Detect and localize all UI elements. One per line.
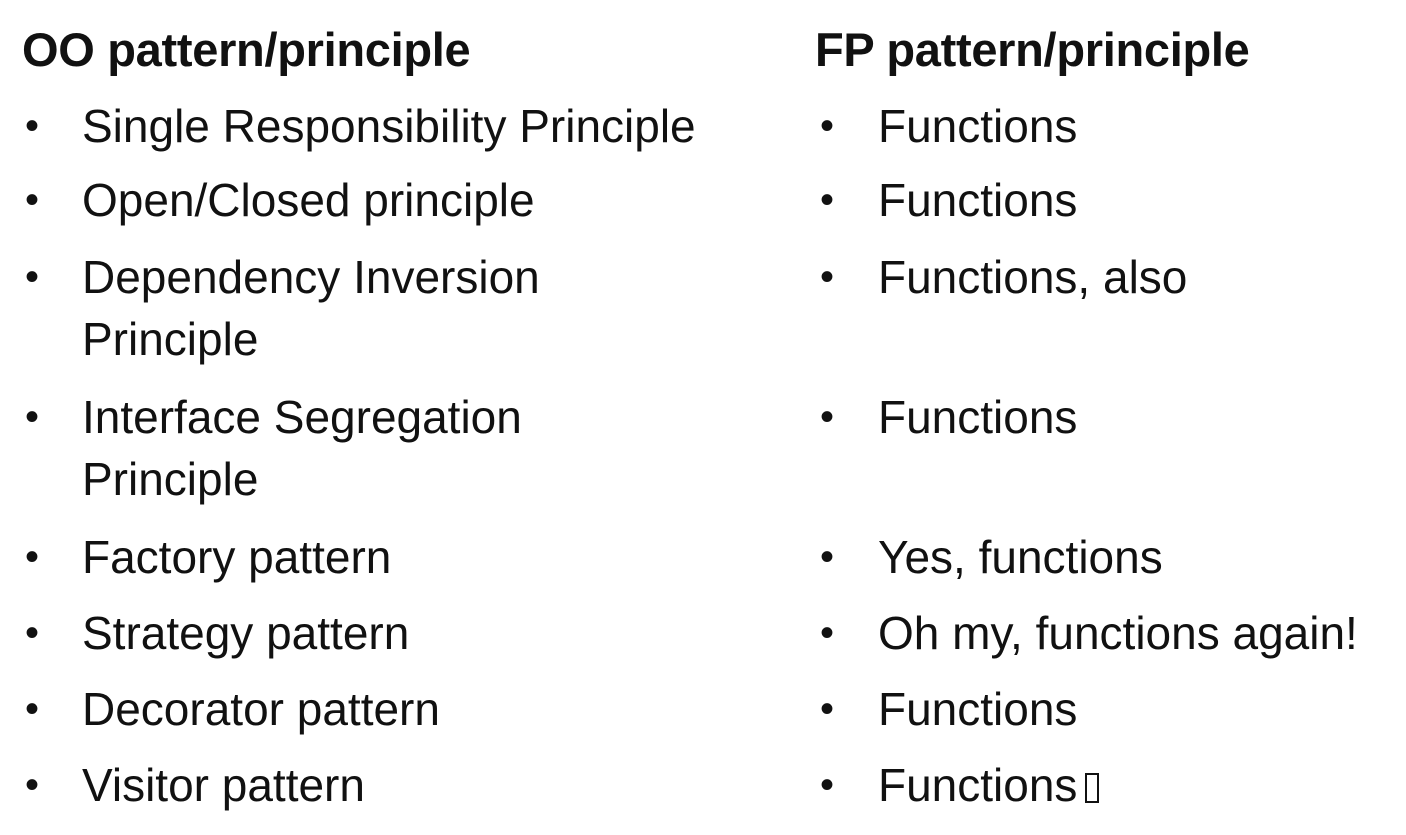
- bullet-icon: •: [819, 395, 834, 439]
- bullet-icon: •: [819, 611, 834, 655]
- item-text: Functions, also: [878, 251, 1188, 303]
- item-text: Yes, functions: [878, 531, 1163, 583]
- item-text: Factory pattern: [82, 531, 392, 583]
- item-text: Interface Segregation: [82, 391, 522, 443]
- item-text: Open/Closed principle: [82, 174, 535, 226]
- item-text: Functions: [878, 174, 1078, 226]
- bullet-icon: •: [819, 255, 834, 299]
- bullet-icon: •: [819, 104, 834, 148]
- oo-heading: OO pattern/principle: [22, 23, 471, 76]
- item-text: Strategy pattern: [82, 607, 410, 659]
- item-text: Decorator pattern: [82, 683, 440, 735]
- bullet-icon: •: [24, 395, 39, 439]
- bullet-icon: •: [819, 687, 834, 731]
- item-text: Dependency Inversion: [82, 251, 540, 303]
- bullet-icon: •: [24, 611, 39, 655]
- item-text-continued: Principle: [82, 313, 259, 365]
- item-text: Single Responsibility Principle: [82, 100, 696, 152]
- item-text: Functions: [878, 100, 1078, 152]
- item-text: Visitor pattern: [82, 759, 365, 811]
- fp-heading: FP pattern/principle: [815, 23, 1250, 76]
- item-text: Functions: [878, 759, 1078, 811]
- bullet-icon: •: [24, 535, 39, 579]
- item-text: Functions: [878, 391, 1078, 443]
- bullet-icon: •: [24, 178, 39, 222]
- item-text-continued: Principle: [82, 453, 259, 505]
- bullet-icon: •: [24, 255, 39, 299]
- bullet-icon: •: [819, 763, 834, 807]
- bullet-icon: •: [24, 687, 39, 731]
- bullet-icon: •: [24, 763, 39, 807]
- missing-glyph-icon: [1085, 773, 1100, 803]
- bullet-icon: •: [24, 104, 39, 148]
- item-text: Oh my, functions again!: [878, 607, 1358, 659]
- item-text: Functions: [878, 683, 1078, 735]
- bullet-icon: •: [819, 178, 834, 222]
- bullet-icon: •: [819, 535, 834, 579]
